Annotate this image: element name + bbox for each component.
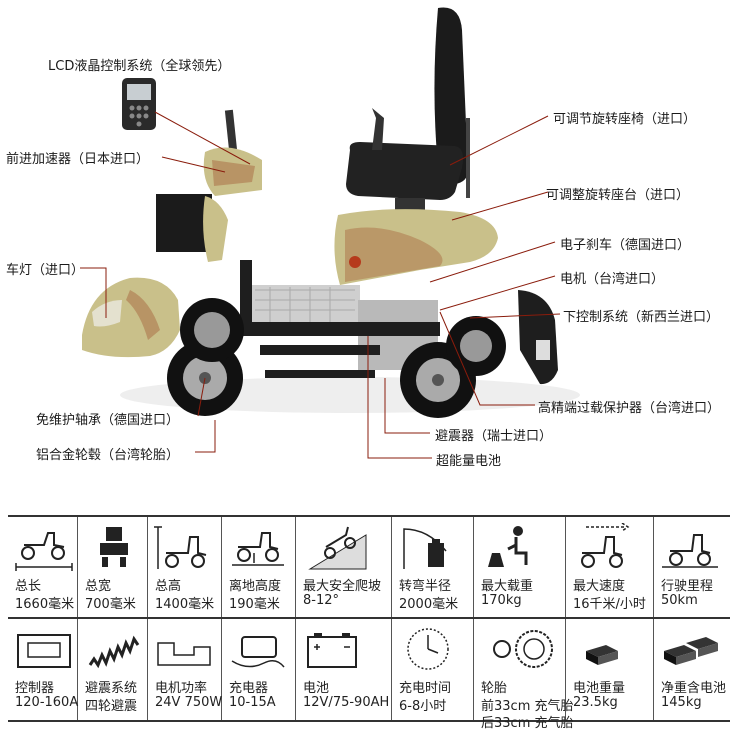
turning-radius-icon: [403, 528, 447, 569]
spec-label: 总高: [155, 579, 182, 594]
scooter-length-icon: [15, 532, 73, 571]
callout-lines: [80, 111, 561, 459]
spec-width: 总宽 700毫米: [78, 517, 148, 618]
spec-slope: 最大安全爬坡 8-12°: [296, 517, 392, 618]
net-weight-icon: [664, 637, 718, 665]
spec-label: 电机功率: [155, 681, 208, 696]
spec-label: 电池重量: [573, 681, 626, 696]
spec-value-2: 后33cm 充气胎: [481, 716, 574, 731]
spec-label: 行驶里程: [661, 579, 714, 594]
spec-value: 23.5kg: [573, 695, 618, 710]
callout-bearing: 免维护轴承（德国进口）: [36, 413, 180, 428]
spec-label: 轮胎: [481, 681, 508, 696]
spec-value: 8-12°: [303, 593, 340, 608]
spec-value: 190毫米: [229, 597, 280, 612]
spec-net-weight: 净重含电池 145kg: [654, 619, 730, 720]
callout-headlight: 车灯（进口）: [6, 263, 85, 278]
spec-label: 离地高度: [229, 579, 282, 594]
callout-lcd: LCD液晶控制系统（全球领先）: [48, 59, 231, 74]
spec-ground-clearance: 离地高度 190毫米: [222, 517, 296, 618]
clock-icon: [407, 628, 449, 670]
lcd-controller-image: [122, 78, 156, 130]
spec-charger: 充电器 10-15A: [222, 619, 296, 720]
spec-value: 120-160A: [15, 695, 79, 710]
spec-value: 170kg: [481, 593, 522, 608]
spec-value: 24V 750W: [155, 695, 223, 710]
callout-wheel-hub: 铝合金轮毂（台湾轮胎）: [36, 448, 180, 463]
spec-value: 1400毫米: [155, 597, 215, 612]
spec-battery: 电池 12V/75-90AH: [296, 619, 392, 720]
spec-turning-radius: 转弯半径 2000毫米: [392, 517, 474, 618]
range-icon: [662, 534, 718, 568]
spec-table: 总长 1660毫米 总宽 700毫米 总高 1400毫米 离地高度 190毫米 …: [8, 515, 730, 731]
spec-value: 16千米/小时: [573, 597, 646, 612]
speed-icon: [581, 523, 630, 568]
load-icon: [488, 526, 528, 567]
callout-overload: 高精端过载保护器（台湾进口）: [538, 401, 721, 416]
scooter-height-icon: [154, 526, 207, 569]
controller-icon: [17, 634, 71, 668]
spec-motor-power: 电机功率 24V 750W: [148, 619, 222, 720]
spec-label: 电池: [303, 681, 330, 696]
callout-brake: 电子刹车（德国进口）: [560, 238, 691, 253]
spec-label: 总宽: [85, 579, 112, 594]
spec-value: 前33cm 充气胎: [481, 699, 574, 714]
slope-icon: [308, 526, 367, 570]
seat-image: [346, 7, 470, 214]
spec-label: 充电时间: [399, 681, 452, 696]
spec-value: 6-8小时: [399, 699, 447, 714]
spec-value: 700毫米: [85, 597, 136, 612]
spec-label: 最大载重: [481, 579, 534, 594]
spec-label: 最大安全爬坡: [303, 579, 382, 594]
spec-tires: 轮胎 前33cm 充气胎 后33cm 充气胎: [474, 619, 574, 731]
spec-value: 12V/75-90AH: [303, 695, 390, 710]
battery-icon: [307, 633, 357, 668]
charger-icon: [231, 636, 285, 668]
front-fender-image: [82, 277, 180, 358]
callout-seat-base: 可调整旋转座台（进口）: [546, 188, 690, 203]
spec-label: 最大速度: [573, 579, 626, 594]
rear-body-image: [334, 209, 498, 285]
spec-value: 2000毫米: [399, 597, 459, 612]
callout-lower-control: 下控制系统（新西兰进口）: [563, 310, 720, 325]
spec-label: 转弯半径: [399, 579, 452, 594]
spec-row-2: 控制器 120-160A 避震系统 四轮避震 电机功率 24V 750W 充电器…: [8, 617, 730, 731]
ground-clearance-icon: [232, 532, 284, 566]
spec-controller: 控制器 120-160A: [8, 619, 78, 720]
spec-suspension: 避震系统 四轮避震: [78, 619, 148, 720]
spec-range: 行驶里程 50km: [654, 517, 730, 618]
spec-label: 净重含电池: [661, 681, 727, 696]
spec-label: 控制器: [15, 681, 55, 696]
spec-label: 充电器: [229, 681, 269, 696]
spec-value: 145kg: [661, 695, 702, 710]
tire-icon: [493, 630, 553, 668]
steering-image: [156, 109, 262, 262]
spec-battery-weight: 电池重量 23.5kg: [566, 619, 654, 720]
spec-max-load: 最大载重 170kg: [474, 517, 566, 618]
callout-seat: 可调节旋转座椅（进口）: [553, 112, 697, 127]
callout-motor: 电机（台湾进口）: [560, 272, 665, 287]
spec-label: 避震系统: [85, 681, 138, 696]
callout-accelerator: 前进加速器（日本进口）: [6, 152, 150, 167]
callout-shock: 避震器（瑞士进口）: [435, 429, 553, 444]
spec-value: 50km: [661, 593, 698, 608]
spring-icon: [88, 635, 140, 669]
spec-height: 总高 1400毫米: [148, 517, 222, 618]
spec-row-1: 总长 1660毫米 总宽 700毫米 总高 1400毫米 离地高度 190毫米 …: [8, 515, 730, 618]
callout-battery: 超能量电池: [436, 454, 502, 469]
spec-value: 1660毫米: [15, 597, 75, 612]
motor-icon: [157, 642, 211, 666]
rear-fender-image: [518, 290, 558, 385]
spec-max-speed: 最大速度 16千米/小时: [566, 517, 654, 618]
spec-charge-time: 充电时间 6-8小时: [392, 619, 474, 720]
battery-weight-icon: [586, 645, 618, 665]
spec-length: 总长 1660毫米: [8, 517, 78, 618]
scooter-front-icon: [100, 527, 128, 567]
scooter-illustration: [80, 7, 580, 459]
spec-value: 10-15A: [229, 695, 276, 710]
spec-value: 四轮避震: [85, 699, 138, 714]
spec-label: 总长: [15, 579, 42, 594]
